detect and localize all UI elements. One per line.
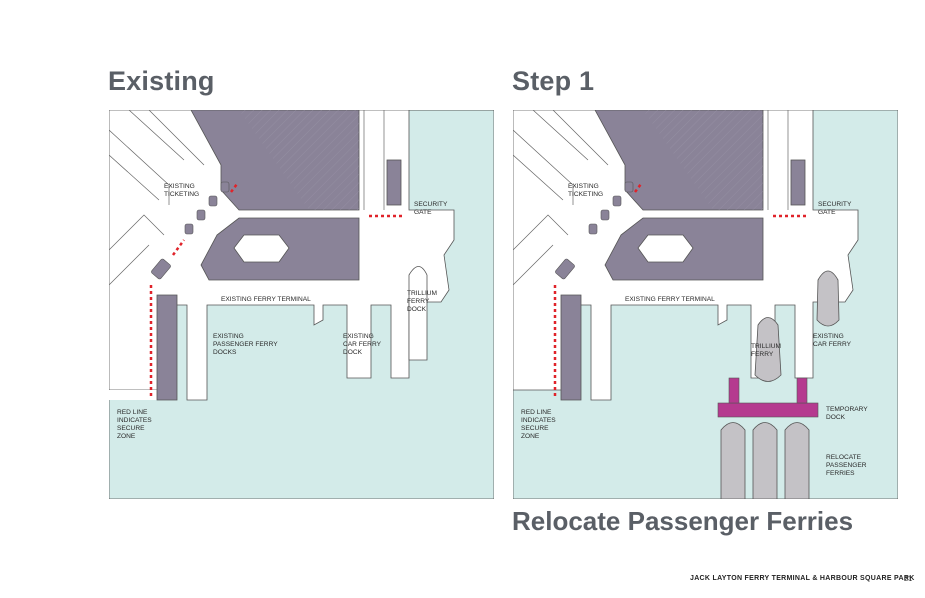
- relocated-passenger-ferries: [720, 422, 810, 499]
- footer-title: JACK LAYTON FERRY TERMINAL & HARBOUR SQU…: [690, 575, 915, 582]
- passenger-ferry-dock: [560, 294, 582, 401]
- caption-relocate-passenger-ferries: Relocate Passenger Ferries: [512, 506, 854, 536]
- north-building: [790, 159, 806, 206]
- trillium-ferry-dock: [408, 266, 428, 361]
- ticketing-booths: [151, 181, 230, 280]
- secure-zone-line: [149, 183, 405, 398]
- temporary-dock: [717, 402, 819, 418]
- temporary-dock-ramp-right: [796, 377, 808, 404]
- building-hatch: [239, 110, 359, 210]
- page-number: 21: [904, 574, 913, 583]
- ticketing-booths: [555, 181, 634, 280]
- trillium-ferry-vessel: [754, 317, 782, 382]
- label-ferry-terminal: EXISTING FERRY TERMINAL: [625, 296, 715, 303]
- temporary-dock-ramp-left: [728, 377, 740, 404]
- land-lower-left: [109, 390, 171, 400]
- north-building: [386, 159, 402, 206]
- street-lines: [513, 110, 789, 286]
- street-lines: [109, 110, 385, 286]
- title-step-1: Step 1: [512, 66, 595, 96]
- building-hatch: [643, 110, 763, 210]
- passenger-ferry-dock: [156, 294, 178, 401]
- car-ferry-vessel: [816, 270, 840, 327]
- pavilion-opening: [637, 234, 694, 263]
- title-existing: Existing: [108, 66, 215, 96]
- secure-zone-line: [553, 183, 809, 398]
- pavilion-opening: [233, 234, 290, 263]
- label-ferry-terminal: EXISTING FERRY TERMINAL: [221, 296, 311, 303]
